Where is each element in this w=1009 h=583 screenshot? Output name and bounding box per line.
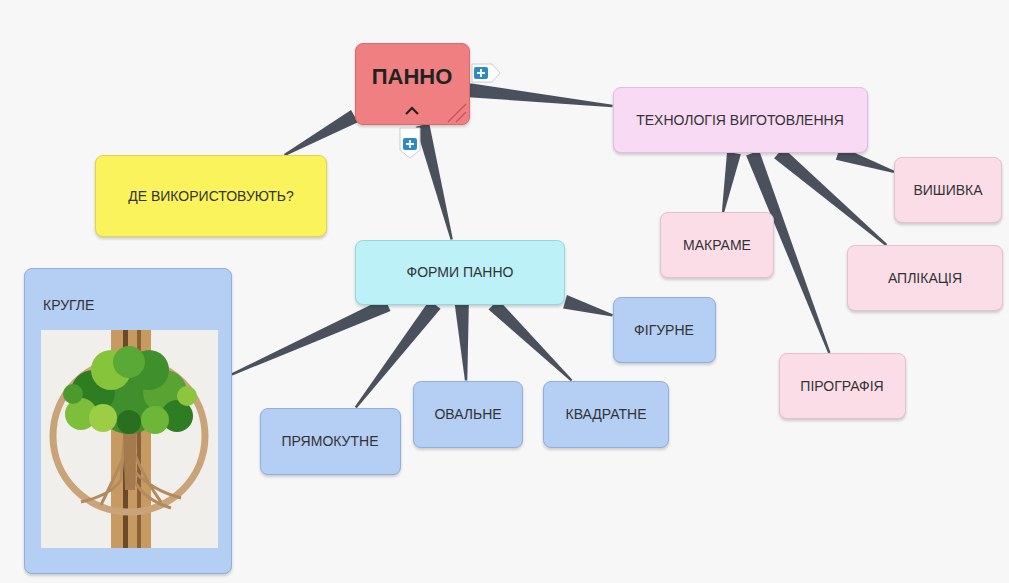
topic-label: КРУГЛЕ	[43, 297, 94, 314]
topic-label: ТЕХНОЛОГІЯ ВИГОТОВЛЕННЯ	[636, 112, 844, 129]
branch-connector	[416, 123, 453, 240]
wooden-ring	[53, 360, 205, 512]
topic-label: АПЛІКАЦІЯ	[888, 270, 962, 287]
branch-topic: ФОРМИ ПАННО	[355, 240, 565, 305]
topic-label: ПАННО	[372, 64, 453, 90]
branch-connector	[232, 298, 391, 375]
subtopic-box: ОВАЛЬНЕ	[413, 381, 523, 448]
branch-connector	[563, 295, 613, 316]
topic-label: ОВАЛЬНЕ	[434, 406, 501, 423]
topic-label: МАКРАМЕ	[683, 237, 751, 254]
branch-connector	[284, 110, 358, 156]
topic-label: КВАДРАТНЕ	[566, 406, 647, 423]
tree-trunk	[123, 425, 137, 490]
moss-crown	[63, 346, 197, 434]
subtopic-box: МАКРАМЕ	[660, 212, 774, 278]
topic-label: ФІГУРНЕ	[634, 322, 694, 339]
subtopic-box: КВАДРАТНЕ	[543, 381, 669, 448]
subtopic-box: АПЛІКАЦІЯ	[847, 245, 1003, 311]
topic-label: ПРЯМОКУТНЕ	[282, 433, 379, 450]
subtopic-box: ПІРОГРАФІЯ	[779, 353, 906, 419]
subtopic-box: ВИШИВКА	[894, 157, 1002, 223]
branch-topic: ТЕХНОЛОГІЯ ВИГОТОВЛЕННЯ	[613, 87, 868, 153]
tree-panel-photo	[41, 330, 218, 548]
topic-label: ДЕ ВИКОРИСТОВУЮТЬ?	[128, 188, 294, 205]
add-icon	[472, 64, 500, 82]
add-icon	[400, 128, 420, 158]
branch-connector	[469, 83, 613, 107]
subtopic-box: ФІГУРНЕ	[613, 297, 716, 363]
photo-ground	[41, 330, 218, 548]
topic-label: ПІРОГРАФІЯ	[800, 378, 883, 395]
topic-label: ВИШИВКА	[913, 182, 982, 199]
topic-label: ФОРМИ ПАННО	[407, 264, 514, 281]
branch-connector	[774, 148, 887, 246]
branch-connector	[722, 152, 741, 212]
central-topic: ПАННО	[355, 43, 470, 125]
branch-connector	[455, 304, 469, 380]
subtopic-box: ПРЯМОКУТНЕ	[260, 408, 401, 475]
branch-connector	[489, 299, 573, 381]
branch-topic: ДЕ ВИКОРИСТОВУЮТЬ?	[95, 155, 327, 237]
